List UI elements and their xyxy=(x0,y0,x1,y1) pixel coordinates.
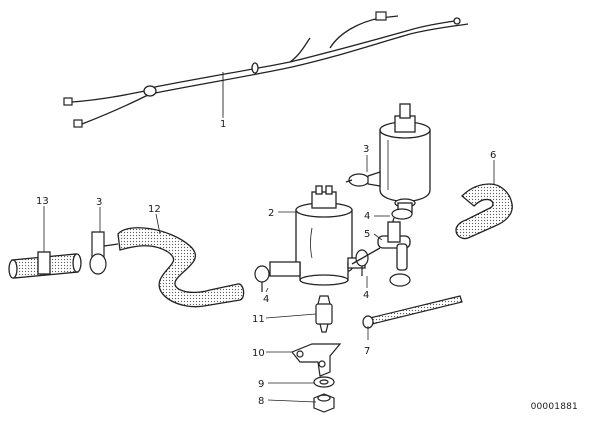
callout-4-upper: 4 xyxy=(364,211,370,222)
t-connector xyxy=(351,221,411,271)
wiring-harness xyxy=(63,11,469,128)
washer xyxy=(313,376,335,388)
callout-5: 5 xyxy=(364,229,370,240)
callout-11: 11 xyxy=(252,314,265,325)
callout-13: 13 xyxy=(36,196,49,207)
callout-4-lower: 4 xyxy=(363,290,369,301)
pump xyxy=(269,185,366,286)
diagram-part-code: 00001881 xyxy=(530,402,578,412)
long-hose xyxy=(117,227,245,308)
bracket xyxy=(291,343,342,377)
callout-12: 12 xyxy=(148,204,161,215)
hose-clamp-2 xyxy=(254,265,270,292)
callout-9: 9 xyxy=(258,379,264,390)
nut xyxy=(313,393,335,413)
hose-connector xyxy=(8,251,82,279)
callout-4-left: 4 xyxy=(263,294,269,305)
hose-clamp-4 xyxy=(389,273,411,287)
hose-clamp-left xyxy=(89,231,119,275)
hose-clamp-3 xyxy=(355,249,369,276)
callout-6: 6 xyxy=(490,150,496,161)
leader-lines xyxy=(43,115,495,403)
callout-10: 10 xyxy=(252,348,265,359)
callout-7: 7 xyxy=(364,346,370,357)
callout-3-filter: 3 xyxy=(363,144,369,155)
hose-clamp-upper xyxy=(345,171,381,187)
callout-2: 2 xyxy=(268,208,274,219)
fuel-filter xyxy=(379,103,431,214)
rubber-mount xyxy=(315,295,333,333)
long-bolt xyxy=(362,295,463,329)
bent-hose xyxy=(455,183,513,240)
callout-8: 8 xyxy=(258,396,264,407)
callout-1: 1 xyxy=(220,119,226,130)
callout-3-clamp: 3 xyxy=(96,197,102,208)
